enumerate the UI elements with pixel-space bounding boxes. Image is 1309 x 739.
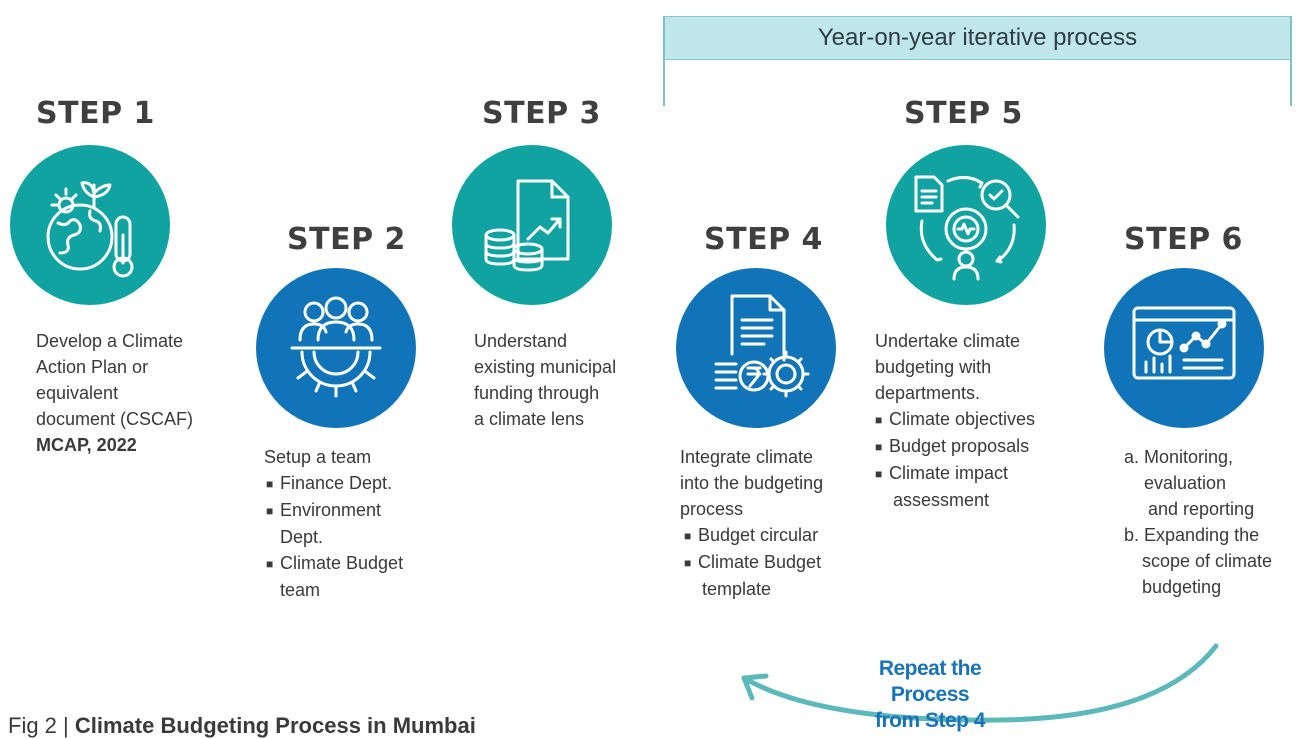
step-2-line: Setup a team xyxy=(264,447,372,467)
step-5-line: Undertake climate xyxy=(875,331,1021,351)
step-5-bullet: ■ Budget proposals xyxy=(875,433,1035,460)
budget-document-rupee-gear-icon xyxy=(714,294,810,398)
bullet-text: Climate Budget xyxy=(280,553,404,573)
step-2-bullet-continuation: team xyxy=(264,577,403,603)
bullet-icon: ■ xyxy=(684,556,692,570)
step-1-line: Develop a Climate xyxy=(36,331,184,351)
step-4-bullet-continuation: template xyxy=(680,576,823,602)
step-3-line: Understand xyxy=(474,331,568,351)
step-4-title: STEP 4 xyxy=(704,222,823,257)
step-5-bullet: ■ Climate objectives xyxy=(875,406,1035,433)
team-gear-icon xyxy=(290,296,382,398)
repeat-process-label: Repeat the Process from Step 4 xyxy=(850,656,1010,734)
funding-document-coins-icon xyxy=(484,179,570,272)
step-3-line: funding through xyxy=(474,383,600,403)
bullet-text: Climate impact xyxy=(889,463,1009,483)
bullet-icon: ■ xyxy=(684,529,692,543)
step-6-line: and reporting xyxy=(1148,499,1255,519)
step-2-title: STEP 2 xyxy=(287,222,406,257)
step-1-circle xyxy=(10,145,170,305)
step-6-line: scope of climate xyxy=(1142,551,1273,571)
step-3-title: STEP 3 xyxy=(482,96,601,131)
step-4-bullet: ■ Budget circular xyxy=(680,522,823,549)
step-1-line: document (CSCAF) xyxy=(36,409,194,429)
step-6-description: a. Monitoring, evaluation and reporting … xyxy=(1124,444,1272,600)
step-1-title: STEP 1 xyxy=(36,96,155,131)
step-2-bullet: ■ Environment xyxy=(264,497,403,524)
bullet-text: Finance Dept. xyxy=(280,473,393,493)
bullet-text: Dept. xyxy=(280,527,324,547)
bullet-icon: ■ xyxy=(266,557,274,571)
step-2-circle xyxy=(256,268,416,428)
step-1-line: Action Plan or xyxy=(36,357,149,377)
bullet-text: Climate Budget xyxy=(698,552,822,572)
step-1-description: Develop a Climate Action Plan or equival… xyxy=(36,328,193,458)
step-4-bullet: ■ Climate Budget xyxy=(680,549,823,576)
step-5-line: departments. xyxy=(875,383,981,403)
repeat-line-2: from Step 4 xyxy=(874,709,986,732)
repeat-arrow xyxy=(741,643,1219,723)
step-6-line: budgeting xyxy=(1142,577,1222,597)
caption-prefix: Fig 2 | xyxy=(8,713,75,738)
step-6-title: STEP 6 xyxy=(1124,222,1243,257)
step-6-circle xyxy=(1104,268,1264,428)
step-5-title: STEP 5 xyxy=(904,96,1023,131)
step-1-line: equivalent xyxy=(36,383,119,403)
step-5-bullet: ■ Climate impact xyxy=(875,460,1035,487)
step-2-bullet: ■ Finance Dept. xyxy=(264,470,403,497)
bullet-text: Climate objectives xyxy=(889,409,1036,429)
step-6-line: evaluation xyxy=(1144,473,1227,493)
step-4-line: process xyxy=(680,499,744,519)
cycle-document-analysis-icon xyxy=(914,175,1020,281)
banner-left-bracket xyxy=(663,16,665,106)
step-5-circle xyxy=(886,145,1046,305)
step-2-bullet: ■ Climate Budget xyxy=(264,550,403,577)
step-5-bullet-continuation: assessment xyxy=(875,487,1035,513)
bullet-icon: ■ xyxy=(875,413,883,427)
bullet-icon: ■ xyxy=(266,477,274,491)
dashboard-charts-icon xyxy=(1132,306,1236,380)
bullet-icon: ■ xyxy=(266,504,274,518)
step-4-circle xyxy=(676,268,836,428)
bullet-text: Environment xyxy=(280,500,382,520)
bullet-icon: ■ xyxy=(875,440,883,454)
step-3-circle xyxy=(452,145,612,305)
iterative-process-banner: Year-on-year iterative process xyxy=(663,16,1292,60)
bullet-text: template xyxy=(702,579,772,599)
step-1-reference: MCAP, 2022 xyxy=(36,435,137,455)
step-2-bullet-continuation: Dept. xyxy=(264,524,403,550)
step-5-line: budgeting with xyxy=(875,357,992,377)
step-2-description: Setup a team ■ Finance Dept. ■ Environment… xyxy=(264,444,403,603)
caption-title: Climate Budgeting Process in Mumbai xyxy=(74,713,476,738)
step-6-line: b. Expanding the xyxy=(1124,525,1260,545)
step-4-line: Integrate climate xyxy=(680,447,814,467)
bullet-text: assessment xyxy=(893,490,990,510)
banner-label: Year-on-year iterative process xyxy=(817,24,1138,51)
step-3-line: existing municipal xyxy=(474,357,617,377)
bullet-text: Budget circular xyxy=(698,525,819,545)
step-5-description: Undertake climate budgeting with departm… xyxy=(875,328,1035,513)
figure-caption: Fig 2 | Climate Budgeting Process in Mum… xyxy=(8,713,476,739)
bullet-text: Budget proposals xyxy=(889,436,1030,456)
bullet-text: team xyxy=(280,580,321,600)
step-4-line: into the budgeting xyxy=(680,473,824,493)
step-3-line: a climate lens xyxy=(474,409,585,429)
step-3-description: Understand existing municipal funding th… xyxy=(474,328,616,432)
step-6-line: a. Monitoring, xyxy=(1124,447,1234,467)
step-4-description: Integrate climate into the budgeting pro… xyxy=(680,444,823,602)
climate-earth-thermometer-icon xyxy=(46,181,134,278)
repeat-line-1: Repeat the Process xyxy=(878,657,982,706)
bullet-icon: ■ xyxy=(875,467,883,481)
banner-right-bracket xyxy=(1290,16,1292,106)
